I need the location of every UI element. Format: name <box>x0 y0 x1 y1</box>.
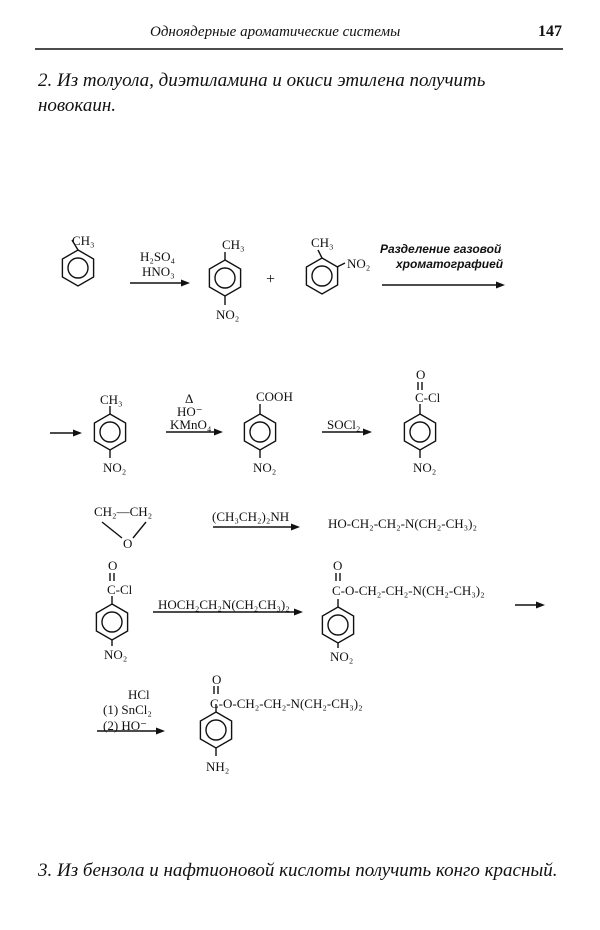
reagent-step1: (1) SnCl₂ <box>103 702 152 717</box>
bond <box>336 262 346 268</box>
reaction-arrow <box>213 523 300 531</box>
benzene-ring <box>305 257 339 295</box>
reaction-arrow <box>322 428 372 436</box>
ring-hexagon <box>321 606 355 644</box>
ring-aromatic-circle <box>409 421 431 443</box>
no2: NO₂ <box>413 460 437 475</box>
carbonyl-oxygen: O <box>212 672 222 687</box>
arrow-head <box>291 523 300 531</box>
reagent-kmno4: KMnO₄ <box>170 417 212 432</box>
epoxide-ch2: CH₂—CH₂ <box>94 504 153 519</box>
reagent-socl2: SOCl₂ <box>327 417 361 432</box>
ring-aromatic-circle <box>327 614 349 636</box>
carbonyl-oxygen: O <box>333 558 343 573</box>
arrow-head <box>363 428 372 436</box>
running-header: Одноядерные ароматические системы <box>150 24 401 40</box>
ring-aromatic-circle <box>214 267 236 289</box>
arrow-head <box>294 608 303 616</box>
reaction-arrow <box>50 429 82 437</box>
ring-aromatic-circle <box>205 719 227 741</box>
separation-label-1: Разделение газовой <box>380 242 502 256</box>
ring-hexagon <box>93 413 127 451</box>
carbonyl-oxygen: O <box>416 367 426 382</box>
ch3: CH₃ <box>100 392 123 407</box>
bond <box>71 239 79 251</box>
reaction-arrow <box>515 601 545 609</box>
acyl-chloride: C-Cl <box>107 582 133 597</box>
ring-aromatic-circle <box>99 421 121 443</box>
diethylaminoethanol: HO-CH₂-CH₂-N(CH₂-CH₃)₂ <box>328 516 478 531</box>
reaction-arrow <box>130 279 190 287</box>
no2: NO₂ <box>330 649 354 664</box>
carbonyl-oxygen: O <box>108 558 118 573</box>
benzene-ring <box>199 711 233 749</box>
novocaine-chain: C-O-CH₂-CH₂-N(CH₂-CH₃)₂ <box>210 696 363 711</box>
arrow-head <box>214 428 223 436</box>
acyl-chloride: C-Cl <box>415 390 441 405</box>
ring-hexagon <box>199 711 233 749</box>
benzene-ring <box>403 413 437 451</box>
arrow-head <box>156 727 165 735</box>
reaction-arrow <box>153 608 303 616</box>
reagent-step2: (2) HO⁻ <box>103 718 148 733</box>
reaction-arrow <box>382 281 505 289</box>
arrow-head <box>181 279 190 287</box>
reagent-hydroxide: HO⁻ <box>177 404 203 419</box>
arrow-head <box>536 601 545 609</box>
separation-label-2: хроматографией <box>396 257 504 271</box>
benzene-ring <box>208 259 242 297</box>
reagent-diethylamine: (CH₃CH₂)₂NH <box>212 509 290 524</box>
reagent-aminoalcohol: HOCH₂CH₂N(CH₂CH₃)₂ <box>158 597 290 612</box>
epoxide-bond <box>132 521 147 539</box>
epoxide-oxygen: O <box>123 536 133 551</box>
nh2: NH₂ <box>206 759 230 774</box>
ortho-ch3: CH₃ <box>311 235 334 250</box>
no2: NO₂ <box>104 647 128 662</box>
reaction-arrow <box>97 727 165 735</box>
heat-symbol: Δ <box>185 391 194 406</box>
para-no2: NO₂ <box>216 307 240 322</box>
ring-hexagon <box>243 413 277 451</box>
toluene-ch3: CH₃ <box>72 233 95 248</box>
no2: NO₂ <box>103 460 127 475</box>
ring-hexagon <box>403 413 437 451</box>
ring-hexagon <box>208 259 242 297</box>
ring-hexagon <box>95 603 129 641</box>
ring-aromatic-circle <box>249 421 271 443</box>
reagent-hcl: HCl <box>128 687 150 702</box>
ring-aromatic-circle <box>311 265 333 287</box>
arrow-head <box>496 281 505 289</box>
bond <box>317 249 323 259</box>
reaction-arrow <box>166 428 223 436</box>
benzene-ring <box>321 606 355 644</box>
problem-3: 3. Из бензола и нафтионовой кислоты полу… <box>38 860 558 881</box>
plus-sign: + <box>266 271 276 288</box>
no2: NO₂ <box>253 460 277 475</box>
ring-hexagon <box>61 249 95 287</box>
benzene-ring <box>61 249 95 287</box>
ring-aromatic-circle <box>67 257 89 279</box>
benzene-ring <box>93 413 127 451</box>
epoxide-bond <box>101 521 123 539</box>
benzene-ring <box>95 603 129 641</box>
nitro-ester-chain: C-O-CH₂-CH₂-N(CH₂-CH₃)₂ <box>332 583 485 598</box>
arrow-head <box>73 429 82 437</box>
para-ch3: CH₃ <box>222 237 245 252</box>
benzene-ring <box>243 413 277 451</box>
ortho-no2: NO₂ <box>347 256 371 271</box>
ring-aromatic-circle <box>101 611 123 633</box>
reagent-h2so4: H₂SO₄ <box>140 249 176 264</box>
reagent-hno3: HNO₃ <box>142 264 175 279</box>
problem-2: 2. Из толуола, диэтиламина и окиси этиле… <box>38 70 486 116</box>
cooh: COOH <box>256 389 293 404</box>
ring-hexagon <box>305 257 339 295</box>
page-number: 147 <box>538 23 562 40</box>
